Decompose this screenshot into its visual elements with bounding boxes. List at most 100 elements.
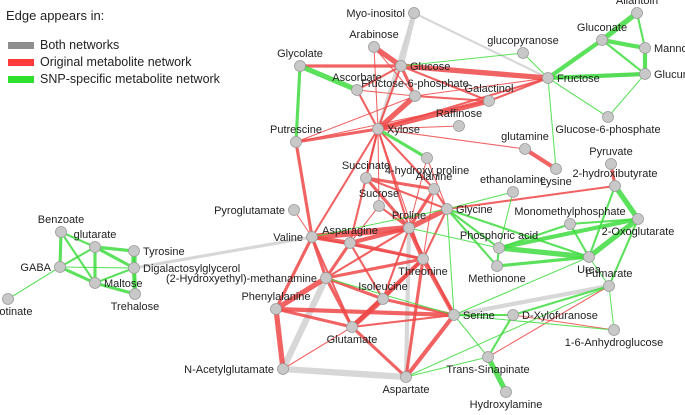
edge-original-galactinol-putrescine (295, 100, 490, 143)
edge-original-threonine-aspartate (404, 257, 425, 379)
edge-original-glutamate-serine (350, 313, 456, 329)
node-ascorbate: Ascorbate (332, 72, 382, 96)
edge-snp-gaba-digalacto (59, 266, 135, 269)
edge-snp-fructose-g6p (547, 77, 609, 118)
edge-original-xylose-valine (310, 127, 380, 239)
edge-original-threonine-serine (420, 256, 457, 318)
node-urea: Urea (577, 251, 602, 276)
network-edges (7, 10, 648, 395)
node-trehalose: Trehalose (111, 288, 160, 313)
edge-both-myo-fructose (412, 11, 550, 80)
node-label-lysine: Lysine (540, 176, 571, 188)
node-label-raffinose: Raffinose (436, 108, 482, 120)
node-circle-maltose (89, 277, 101, 289)
edge-original-succinate-alanine (364, 176, 436, 191)
edge-original-putrescine-valine (294, 140, 314, 239)
node-circle-gaba (54, 261, 66, 273)
node-label-pyroglutamate: Pyroglutamate (214, 205, 285, 217)
node-circle-g6p (602, 111, 614, 123)
node-label-gaba: GABA (20, 262, 51, 274)
node-label-glucopyranose: glucopyranose (487, 35, 559, 47)
node-label-ascorbate: Ascorbate (332, 72, 382, 84)
node-label-alanine: Alanine (416, 171, 453, 183)
node-label-fumarate: Fumarate (585, 268, 632, 280)
node-methionone: Methionone (468, 260, 526, 285)
node-label-aspartate: Aspartate (382, 384, 429, 396)
edge-original-proline-asparagine (347, 225, 412, 246)
edge-snp-hydroxyethyl-serine (325, 277, 455, 316)
edge-snp-gluconate-fructose (545, 37, 605, 81)
node-proline: Proline (392, 210, 426, 234)
node-transsinapinate: Trans-Sinapinate (446, 351, 530, 376)
node-label-transsinapinate: Trans-Sinapinate (446, 364, 529, 376)
edge-snp-serine-anhydroglucose (453, 314, 615, 331)
edge-snp-allantoin-mannose (635, 11, 647, 50)
edge-original-xylose-asparagine (348, 127, 380, 245)
node-circle-fructose (542, 72, 554, 84)
node-putrescine: Putrescine (270, 124, 322, 148)
node-label-proline: Proline (392, 210, 426, 222)
legend-item-both: Both networks (8, 38, 119, 52)
edge-original-glutamate-nacetylglutamate (282, 326, 353, 370)
node-ethanolamine: ethanolamine (480, 174, 546, 198)
edge-snp-glutarate-tyrosine (93, 245, 136, 253)
node-circle-allantoin (631, 7, 643, 19)
edge-original-fructose-f6p (414, 77, 549, 97)
edge-original-putrescine-xylose (294, 127, 380, 144)
node-label-phenylalanine: Phenylalanine (241, 291, 310, 303)
node-label-glucose: Glucose (410, 61, 450, 73)
node-circle-transsinapinate (482, 351, 494, 363)
edge-snp-gluconate-mannose (599, 37, 648, 51)
edge-original-glycine-proline (406, 206, 450, 231)
legend-label-original: Original metabolite network (40, 55, 192, 69)
node-circle-raffinose (453, 120, 465, 132)
node-raffinose: Raffinose (436, 108, 482, 132)
edge-snp-glycine-methionone (445, 207, 499, 268)
legend-title: Edge appears in: (6, 8, 105, 23)
node-circle-aspartate (400, 371, 412, 383)
node-mannose: Mannose (639, 42, 685, 55)
legend-item-original: Original metabolite network (8, 55, 191, 69)
node-label-myo: Myo-inositol (346, 8, 405, 20)
node-gluconate: Gluconate (577, 22, 627, 46)
node-label-urea: Urea (577, 264, 602, 276)
edge-both-valine-digalacto (132, 235, 314, 270)
edge-original-galactinol-f6p (413, 94, 491, 103)
node-circle-tyrosine (128, 245, 140, 257)
node-label-isoleucine: Isoleucine (358, 281, 408, 293)
node-circle-xylose (372, 123, 384, 135)
node-label-asparagine: Asparagine (322, 225, 378, 237)
node-nicotinate: Nicotinate (0, 293, 32, 318)
node-circle-arabinose (368, 41, 380, 53)
edge-snp-gaba-maltose (58, 265, 97, 285)
node-label-trehalose: Trehalose (111, 301, 160, 313)
node-monomethylphosphate: Monomethylphosphate (514, 206, 626, 230)
edge-both-proline-aspartate (403, 225, 412, 380)
edge-original-putrescine-f6p (295, 95, 416, 143)
edge-snp-fumarate-aspartate (405, 285, 610, 378)
legend-swatch-snp (8, 75, 34, 83)
edge-both-serine-fumarate (451, 283, 612, 318)
edge-snp-oxoglutarate-fumarate (607, 217, 640, 288)
node-galactinol: Galactinol (465, 83, 513, 107)
edge-snp-transsinapinate-hydroxylamine (485, 354, 509, 395)
node-label-threonine: Threonine (398, 266, 448, 278)
node-label-xylose: Xylose (387, 124, 420, 136)
node-circle-glucose (395, 60, 407, 72)
edge-original-hydroxybutyrate-glycine (445, 184, 617, 211)
edge-snp-gluconate-glucuronate (600, 38, 647, 76)
node-f6p: Fructose-6-phosphate (361, 78, 469, 102)
edge-snp-glucuronate-fructose (545, 71, 648, 81)
edge-original-asparagine-threonine (348, 241, 425, 261)
edge-original-isoleucine-serine (381, 297, 456, 317)
node-lysine: Lysine (540, 163, 572, 188)
node-dxylofuranose: D-Xylofuranose (507, 309, 598, 322)
node-label-anhydroglucose: 1-6-Anhydroglucose (565, 337, 663, 349)
node-oxoglutarate: 2-Oxoglutarate (602, 213, 674, 238)
node-label-tyrosine: Tyrosine (143, 246, 185, 258)
node-maltose: Maltose (89, 277, 143, 290)
node-label-fructose: Fructose (557, 73, 600, 85)
edge-snp-glycolate-putrescine (294, 64, 302, 144)
node-glucose: Glucose (395, 60, 450, 73)
node-g6p: Glucose-6-phosphate (555, 111, 661, 136)
